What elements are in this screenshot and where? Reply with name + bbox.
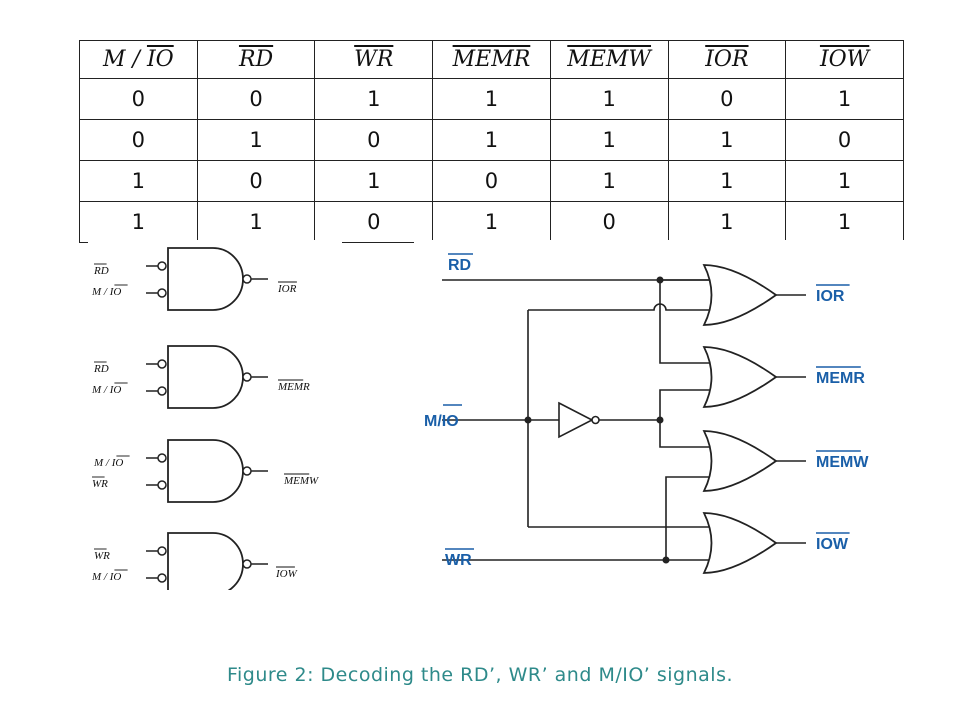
nand-label: M / IO [93, 457, 123, 469]
header-m-io-text: IO [146, 47, 174, 72]
truth-table-cell: 0 [785, 119, 904, 161]
nand-label: MEMW [283, 475, 319, 487]
truth-table-cell: 1 [196, 201, 316, 243]
truth-table-cell: 1 [314, 160, 434, 202]
nand-label: IOW [275, 568, 298, 580]
truth-table-cell: 0 [432, 160, 551, 202]
truth-table-cell: 1 [314, 78, 434, 120]
or-gate-diagram: RD M/IO WR IOR MEMR MEMW IOW [414, 240, 908, 590]
junction-mio [524, 416, 532, 424]
header-wr-text: WR [354, 47, 394, 72]
wire-inv-to-memw [659, 420, 710, 448]
truth-table-cell: 1 [667, 201, 787, 243]
wire-rd-to-memr [659, 280, 710, 364]
truth-table-cell: 1 [432, 201, 551, 243]
or-wires [442, 279, 806, 561]
wire-inv-to-memr [659, 389, 710, 420]
or-gate-iow [702, 512, 778, 574]
header-iow: IOW [785, 40, 904, 79]
truth-table-cell: 0 [196, 78, 316, 120]
label-wr: WR [445, 552, 472, 569]
truth-table-cell: 1 [667, 160, 787, 202]
header-rd-text: RD [238, 47, 274, 72]
truth-table-cell: 0 [196, 160, 316, 202]
output-label-ior: IOR [816, 288, 845, 305]
or-gate-svg: RD M/IO WR IOR MEMR MEMW IOW [424, 253, 869, 574]
or-gates [702, 264, 778, 574]
header-ior: IOR [667, 40, 787, 79]
header-memw-text: MEMW [567, 47, 652, 72]
nand-gate-memr: RD M / IO MEMR [91, 345, 310, 409]
truth-table-cell: 1 [667, 119, 787, 161]
truth-table-cell: 1 [549, 119, 669, 161]
junction-inv [656, 416, 664, 424]
or-output-labels: IOR MEMR MEMW IOW [816, 284, 869, 553]
header-iow-text: IOW [819, 47, 870, 72]
nand-label: MEMR [277, 381, 310, 393]
header-memr-text: MEMR [452, 47, 531, 72]
header-memw: MEMW [549, 40, 669, 79]
header-memr: MEMR [432, 40, 551, 79]
nand-label: M / IO [91, 384, 121, 396]
or-gate-ior [702, 264, 778, 326]
nand-gate-iow: WR M / IO IOW [91, 532, 298, 596]
truth-table-cell: 1 [785, 160, 904, 202]
truth-table-cell: 0 [314, 201, 434, 243]
nand-label: RD [93, 265, 109, 277]
truth-table-cell: 0 [667, 78, 787, 120]
header-ior-text: IOR [705, 47, 749, 72]
truth-table-cell: 1 [785, 201, 904, 243]
nand-gate-ior: RD M / IO IOR [91, 247, 297, 311]
nand-label: M / IO [91, 571, 121, 583]
nand-label: IOR [277, 283, 297, 295]
wire-mio-to-ior [528, 303, 710, 311]
label-mio: M/IO [424, 413, 459, 430]
junctions [524, 276, 670, 564]
truth-table-cell: 1 [432, 119, 551, 161]
truth-table-cell: 1 [79, 160, 198, 202]
nand-gate-memw: M / IO WR MEMW [92, 439, 319, 503]
truth-table-header-row: M / IO RD WR MEMR MEMW IOR IOW [79, 40, 904, 79]
junction-wr [662, 556, 670, 564]
header-rd: RD [196, 40, 316, 79]
truth-table-cell: 1 [79, 201, 198, 243]
label-rd: RD [448, 257, 471, 274]
nand-label: WR [94, 550, 110, 562]
truth-table-cell: 0 [79, 119, 198, 161]
figure-caption: Figure 2: Decoding the RD’, WR’ and M/IO… [226, 664, 734, 686]
output-label-iow: IOW [816, 536, 849, 553]
truth-table-cell: 1 [432, 78, 551, 120]
header-m-io: M / IO [79, 40, 198, 79]
or-gate-memw [702, 430, 778, 492]
inverter-gate [558, 401, 600, 439]
output-label-memw: MEMW [816, 454, 869, 471]
truth-table-cell: 1 [196, 119, 316, 161]
nand-label: WR [92, 478, 108, 490]
nand-label: M / IO [91, 286, 121, 298]
truth-table-cell: 1 [785, 78, 904, 120]
wire-wr-to-memw [665, 476, 710, 560]
nand-label: RD [93, 363, 109, 375]
or-gate-memr [702, 346, 778, 408]
truth-table-cell: 1 [549, 160, 669, 202]
header-wr: WR [314, 40, 434, 79]
truth-table-cell: 1 [549, 78, 669, 120]
truth-table-cell: 0 [314, 119, 434, 161]
truth-table-cell: 0 [79, 78, 198, 120]
truth-table-cell: 0 [549, 201, 669, 243]
output-label-memr: MEMR [816, 370, 865, 387]
junction-rd [656, 276, 664, 284]
